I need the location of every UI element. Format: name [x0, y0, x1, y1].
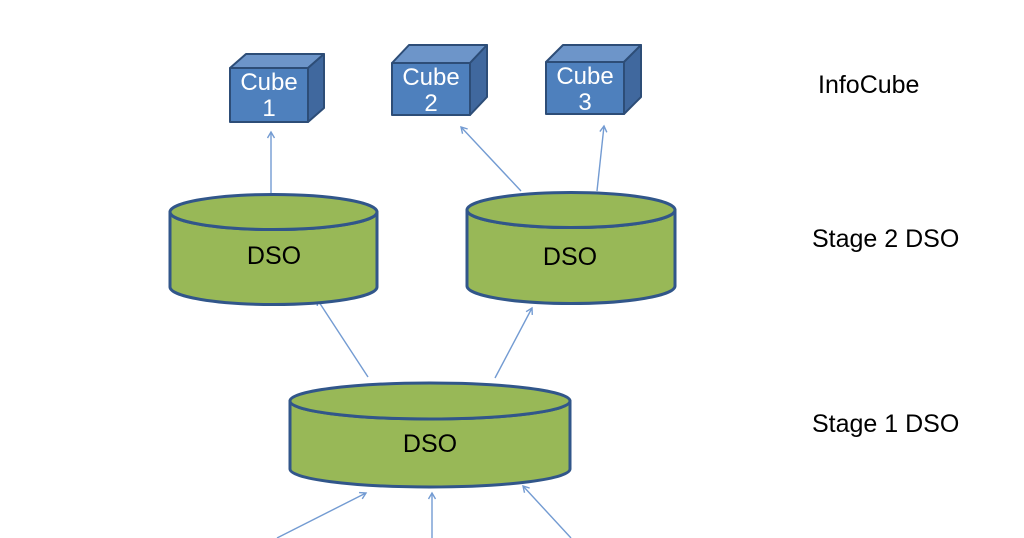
arrow-dso2right-to-cube2 — [460, 125, 522, 192]
dso-stage1: DSO — [288, 381, 572, 489]
cube-1-label-line1: Cube — [240, 69, 297, 96]
cube-1-front-face — [229, 67, 309, 123]
cube-3-front-face — [545, 61, 625, 115]
cube-2: Cube 2 — [391, 44, 488, 117]
layer-annotations: InfoCube Stage 2 DSO Stage 1 DSO — [812, 71, 959, 438]
dso-stage2-left-label: DSO — [247, 242, 301, 270]
dso-stage2-right-top — [465, 191, 677, 229]
dso-stage2-left-top — [168, 193, 379, 231]
cube-3: Cube 3 — [545, 44, 642, 116]
cube-3-label-line1: Cube — [556, 63, 613, 90]
arrow-source-left-to-dso1 — [276, 491, 368, 538]
cube-2-front-face — [391, 62, 471, 116]
arrow-dso1-to-dso2left — [316, 297, 369, 378]
cube-3-label-line2: 3 — [578, 89, 591, 116]
cube-2-label-line1: Cube — [402, 64, 459, 91]
stage2-dso-layer-label: Stage 2 DSO — [812, 225, 959, 253]
dso-stage2-right-label: DSO — [543, 243, 597, 271]
dso-stage1-label: DSO — [403, 430, 457, 458]
cube-2-label-line2: 2 — [424, 90, 437, 117]
dso-stage2-left: DSO — [168, 193, 379, 306]
dso-stage1-top — [288, 381, 572, 421]
cube-1-label-line2: 1 — [262, 95, 275, 122]
cube-1: Cube 1 — [229, 53, 325, 123]
dso-stage2-right: DSO — [465, 191, 677, 305]
arrow-dso1-to-dso2right — [494, 306, 533, 379]
stage1-dso-layer-label: Stage 1 DSO — [812, 410, 959, 438]
arrow-source-right-to-dso1 — [522, 484, 572, 538]
infocube-layer-label: InfoCube — [818, 71, 919, 99]
arrow-dso2right-to-cube3 — [596, 124, 608, 192]
flow-arrows — [266, 124, 608, 538]
